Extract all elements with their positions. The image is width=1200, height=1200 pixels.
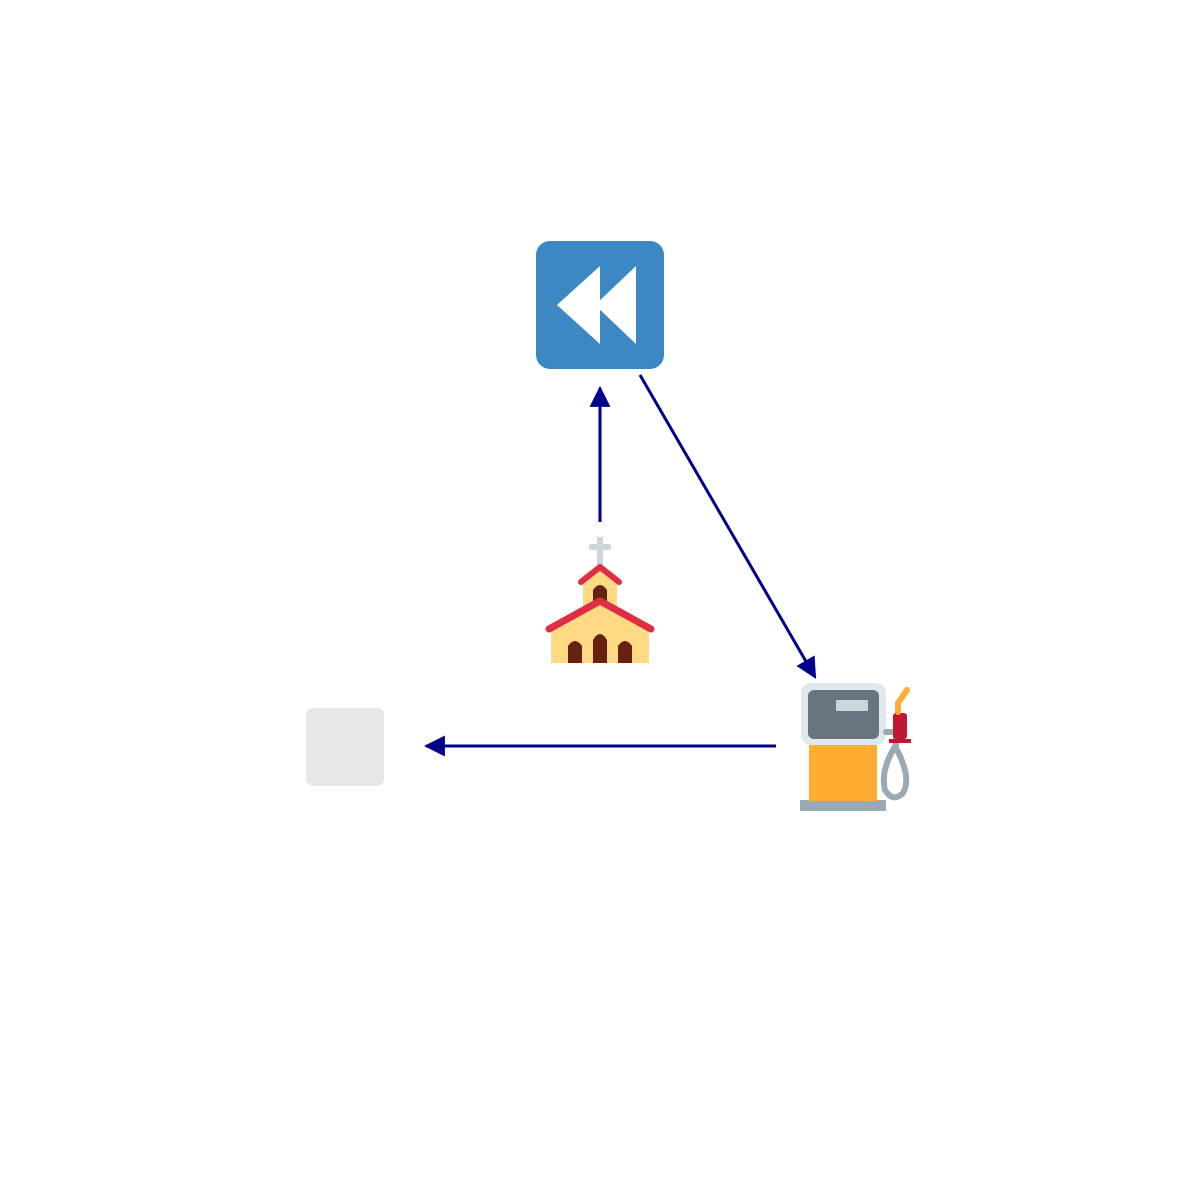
- node-church: [545, 537, 655, 663]
- node-blank: [306, 708, 384, 786]
- node-fuel: [800, 683, 911, 811]
- fast-reverse-button-icon: [536, 241, 664, 369]
- edges: [423, 374, 817, 757]
- blank-tile-icon: [306, 708, 384, 786]
- fuel-pump-icon: [800, 683, 911, 811]
- node-rewind: [536, 241, 664, 369]
- church-icon: [545, 537, 655, 663]
- edge-rewind-to-fuel: [638, 374, 817, 679]
